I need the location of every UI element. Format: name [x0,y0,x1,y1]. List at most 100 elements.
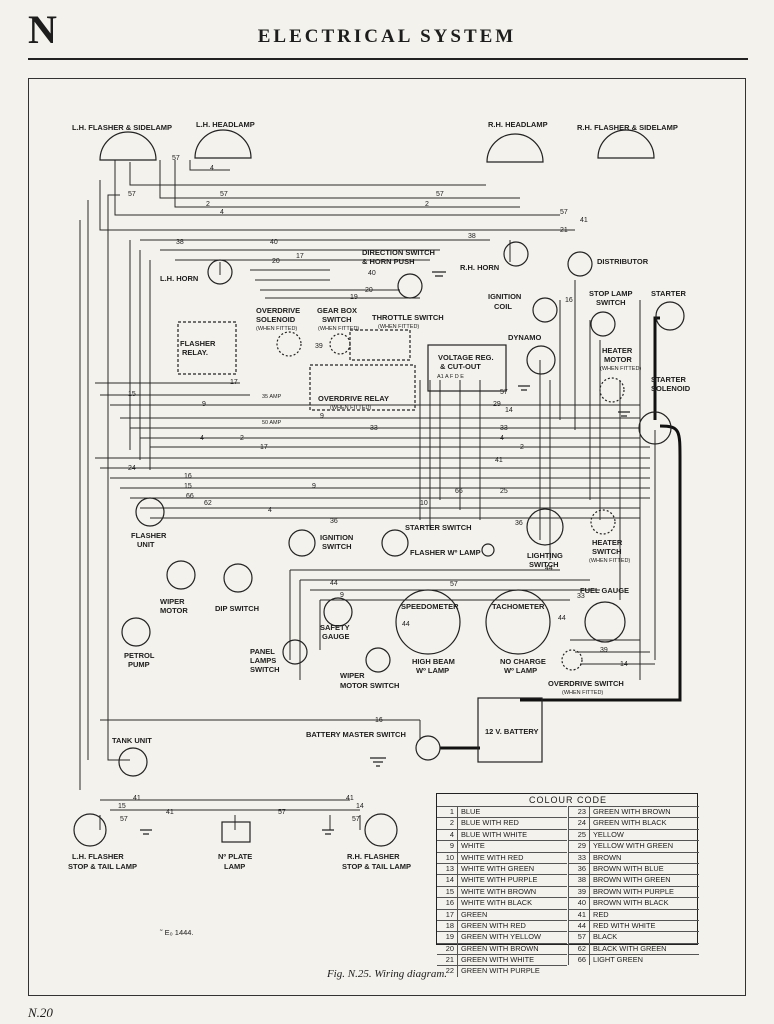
wire-number: 57 [120,816,128,823]
ignition-switch-label: IGNITION [320,533,353,542]
wire-number: 44 [558,615,566,622]
when-fitted-note: (WHEN FITTED) [589,558,630,564]
wire-number: 36 [330,518,338,525]
wire-number: 40 [368,270,376,277]
wire-number: 15 [118,803,126,810]
colour-code-colour: GREEN WITH BROWN [461,943,539,953]
starter-symbol [655,301,685,331]
when-fitted-note: (WHEN FITTED) [330,405,371,411]
lighting-switch-label: LIGHTING [527,551,563,560]
wire-number: 4 [268,507,272,514]
lighting-switch-label-2: SWITCH [529,560,559,569]
colour-code-number: 18 [437,920,458,932]
starter-label: STARTER [651,289,686,298]
dip-switch-label: DIP SWITCH [215,604,259,613]
wiring-harness [79,159,656,830]
battery-master-wire [100,719,421,740]
rh-headlamp-label: R.H. HEADLAMP [488,120,548,129]
flasher-unit-symbol [135,497,165,527]
rh-rear-lamp-label-2: STOP & TAIL LAMP [342,862,411,871]
distributor-label: DISTRIBUTOR [597,257,649,266]
front-loom [99,159,575,231]
wire-number: 39 [315,343,323,350]
wire-number: 44 [545,565,553,572]
flasher-relay-label-2: RELAY. [182,348,208,357]
colour-code-number: 21 [437,955,458,966]
wire-number: 20 [272,258,280,265]
number-plate-lamp-label: Nº PLATE [218,852,252,861]
colour-code-colour: WHITE [461,841,485,851]
direction-switch-symbol [397,273,423,299]
petrol-pump-label: PETROL [124,651,155,660]
colour-code-colour: BLUE WITH RED [461,818,519,828]
wire-number: 14 [620,661,628,668]
colour-code-colour: BROWN WITH GREEN [593,875,671,885]
lh-rear-lamp-symbol [73,813,107,847]
ignition-coil-label: IGNITION [488,292,521,301]
instrument-bus [95,457,650,519]
colour-code-colour: GREEN [461,909,488,919]
colour-code-colour: GREEN WITH PURPLE [461,966,540,976]
colour-code-colour: GREEN WITH RED [461,920,526,930]
left-trunk-wires [79,194,120,790]
colour-code-colour: BROWN [593,852,622,862]
left-vertical-wires [129,240,151,470]
heater-switch-symbol [590,509,616,535]
wire-number: 57 [128,191,136,198]
right-vertical-wires [539,280,591,560]
rh-flasher-sidelamp-label: R.H. FLASHER & SIDELAMP [577,123,678,132]
colour-code-colour: BLACK WITH GREEN [593,943,667,953]
wire-number: 44 [402,621,410,628]
wire-number: 20 [365,287,373,294]
wire-number: 2 [240,435,244,442]
lh-horn-symbol [207,259,233,285]
colour-code-colour: RED WITH WHITE [593,920,656,930]
wire-number: 57 [500,389,508,396]
starter-solenoid-symbol [638,411,672,445]
flasher-unit-label-2: UNIT [137,540,155,549]
colour-code-colour: WHITE WITH RED [461,852,524,862]
lh-flasher-sidelamp-label: L.H. FLASHER & SIDELAMP [72,123,172,132]
earth-icon [618,411,630,417]
overdrive-solenoid-label: OVERDRIVE [256,306,300,315]
rear-lamp-wires [99,799,361,830]
horn-wires [140,239,490,261]
wire-number: 9 [312,483,316,490]
throttle-switch-symbol [349,329,411,361]
petrol-pump-label-2: PUMP [128,660,150,669]
battery-master-switch-symbol [415,735,441,761]
wire-number: 41 [495,457,503,464]
fuel-gauge-symbol [584,601,626,643]
wire-number: 16 [375,717,383,724]
starter-switch-symbol [381,529,409,557]
overdrive-relay-label: OVERDRIVE RELAY [318,394,389,403]
colour-code-number: 14 [437,875,458,886]
battery-master-switch-label: BATTERY MASTER SWITCH [306,730,406,739]
wire-number: 9 [320,413,324,420]
overdrive-solenoid-label-2: SOLENOID [256,315,296,324]
colour-code-colour: BLACK [593,932,618,942]
distributor-symbol [567,251,593,277]
dip-switch-symbol [223,563,253,593]
wire-number: 15 [128,391,136,398]
ignition-switch-symbol [288,529,316,557]
colour-code-title: COLOUR CODE [528,795,607,805]
dynamo-symbol [526,345,556,375]
diagram-frame [28,78,746,996]
speedometer-label: SPEEDOMETER [401,602,459,611]
wire-number: 4 [220,209,224,216]
tank-unit-wire [107,700,130,761]
ignition-switch-label-2: SWITCH [322,542,352,551]
